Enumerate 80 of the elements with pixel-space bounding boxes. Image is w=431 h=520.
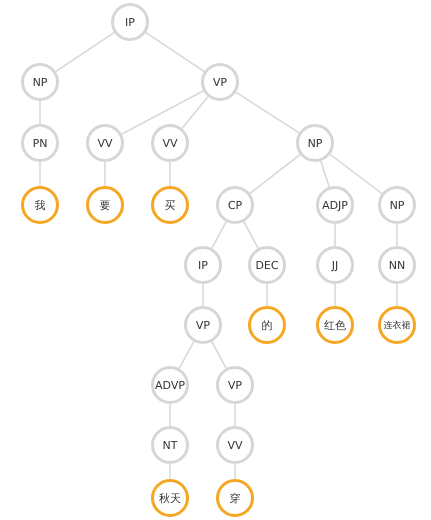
- tree-line: [234, 464, 236, 479]
- phrase-node: [21, 63, 59, 101]
- tree-line: [334, 284, 336, 306]
- tree-line: [243, 221, 259, 249]
- tree-line: [121, 90, 204, 135]
- tree-line: [211, 341, 227, 369]
- phrase-node: [201, 63, 239, 101]
- tree-line: [320, 160, 330, 188]
- tree-line: [330, 154, 382, 194]
- phrase-node: [216, 426, 254, 464]
- tree-line: [181, 96, 209, 129]
- word-node: [216, 479, 254, 517]
- phrase-node: [184, 246, 222, 284]
- phrase-tag: NP: [32, 76, 48, 88]
- word-text: 秋天: [159, 490, 181, 506]
- phrase-node: [21, 124, 59, 162]
- tree-line: [236, 92, 300, 134]
- word-node: [86, 186, 124, 224]
- phrase-node: [216, 366, 254, 404]
- tree-line: [104, 162, 106, 186]
- tree-line: [39, 101, 41, 124]
- phrase-node: [111, 3, 149, 41]
- word-node: [248, 306, 286, 344]
- phrase-tag: VV: [162, 136, 178, 150]
- tree-line: [169, 162, 171, 186]
- phrase-tag: IP: [198, 258, 208, 272]
- tree-line: [55, 32, 115, 72]
- phrase-node: [316, 246, 354, 284]
- phrase-tag: ADVP: [155, 378, 185, 392]
- phrase-tag: DEC: [255, 258, 279, 272]
- word-text: 要: [100, 198, 110, 212]
- tree-line: [169, 464, 171, 479]
- word-text: 穿: [230, 490, 240, 506]
- tree-line: [145, 32, 205, 72]
- word-node: [316, 306, 354, 344]
- word-text: 的: [262, 318, 272, 332]
- tree-line: [396, 284, 398, 306]
- phrase-node: [216, 186, 254, 224]
- phrase-tag: CP: [228, 198, 242, 212]
- phrase-tag: VP: [212, 76, 228, 88]
- word-text: 我: [34, 198, 46, 212]
- word-text: 买: [164, 198, 176, 212]
- tree-line: [396, 224, 398, 246]
- phrase-node: [151, 366, 189, 404]
- word-node: [151, 186, 189, 224]
- phrase-tag: IP: [125, 16, 135, 28]
- phrase-tag: JJ: [332, 258, 338, 272]
- phrase-tag: NT: [162, 438, 178, 452]
- word-text: 连衣裙: [384, 320, 410, 332]
- tree-line: [234, 404, 236, 426]
- phrase-tag: VV: [227, 438, 243, 452]
- phrase-node: [184, 306, 222, 344]
- phrase-tag: NN: [388, 258, 406, 272]
- phrase-tag: VP: [196, 318, 210, 332]
- phrase-node: [378, 186, 416, 224]
- phrase-tag: NP: [308, 136, 322, 150]
- phrase-tag: VP: [228, 378, 242, 392]
- tree-line: [250, 154, 300, 194]
- tree-line: [39, 162, 41, 186]
- tree-line: [334, 224, 336, 246]
- phrase-node: [296, 124, 334, 162]
- phrase-node: [151, 124, 189, 162]
- phrase-tag: PN: [32, 136, 48, 150]
- word-node: [151, 479, 189, 517]
- phrase-node: [151, 426, 189, 464]
- tree-line: [202, 284, 204, 306]
- tree-line: [178, 341, 194, 369]
- word-node: [21, 186, 59, 224]
- tree-line: [169, 404, 171, 426]
- phrase-node: [378, 246, 416, 284]
- word-node: [378, 306, 416, 344]
- phrase-node: [316, 186, 354, 224]
- tree-line: [211, 221, 227, 249]
- phrase-tag: VV: [97, 136, 113, 150]
- phrase-tag: ADJP: [322, 198, 348, 212]
- phrase-node: [248, 246, 286, 284]
- phrase-tag: NP: [390, 198, 404, 212]
- tree-line: [266, 284, 268, 306]
- word-text: 红色: [324, 318, 346, 332]
- phrase-node: [86, 124, 124, 162]
